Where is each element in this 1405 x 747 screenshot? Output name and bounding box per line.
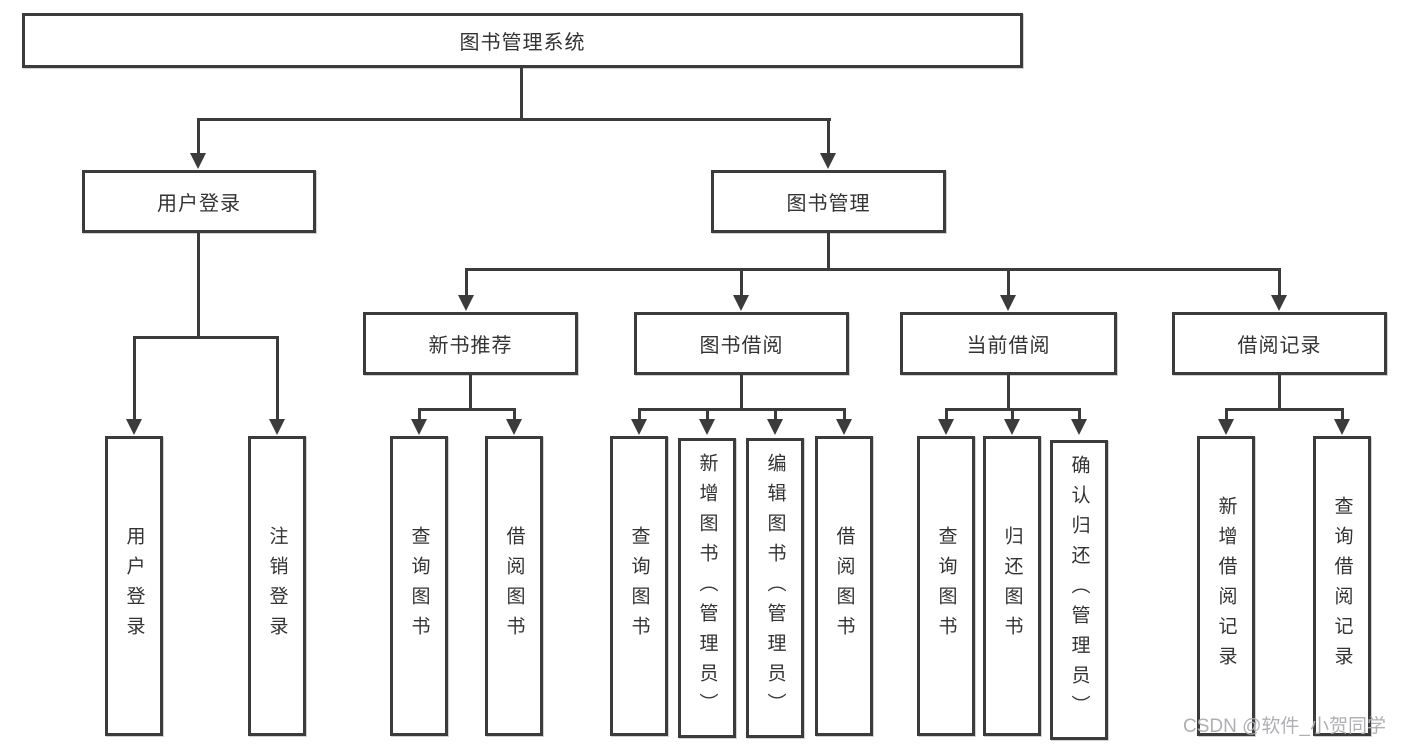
leaf-logout-label: 注销登录: [266, 526, 288, 646]
connector-line: [276, 336, 279, 420]
arrow-down-icon: [1218, 419, 1234, 435]
node-borrow-records-label: 借阅记录: [1237, 335, 1322, 357]
node-book-borrowing-label: 图书借阅: [699, 335, 784, 357]
arrow-down-icon: [269, 419, 285, 435]
arrow-down-icon: [126, 419, 142, 435]
connector-line: [469, 375, 472, 408]
connector-line: [740, 375, 743, 408]
connector-line: [827, 233, 830, 268]
leaf-records-query-borrow-record-label: 查询借阅记录: [1331, 496, 1353, 676]
arrow-down-icon: [458, 295, 474, 311]
connector-line: [1078, 408, 1081, 420]
leaf-current-return-books: 归还图书: [983, 436, 1041, 736]
connector-line: [1225, 408, 1344, 411]
connector-line: [465, 268, 468, 296]
connector-line: [638, 408, 846, 411]
node-current-borrowing-label: 当前借阅: [966, 335, 1051, 357]
leaf-recommend-query-books-label: 查询图书: [408, 526, 430, 646]
connector-line: [843, 408, 846, 420]
connector-line: [197, 118, 200, 154]
arrow-down-icon: [1271, 295, 1287, 311]
connector-line: [418, 408, 421, 420]
leaf-borrowing-add-books-admin: 新增图书（管理员）: [678, 438, 736, 738]
leaf-borrowing-borrow-books: 借阅图书: [815, 436, 873, 736]
arrow-down-icon: [733, 295, 749, 311]
node-book-borrowing: 图书借阅: [634, 312, 849, 375]
connector-line: [1278, 375, 1281, 408]
leaf-current-confirm-return-admin-label: 确认归还（管理员）: [1068, 455, 1090, 725]
node-new-book-recommend-label: 新书推荐: [428, 335, 513, 357]
connector-line: [133, 336, 279, 339]
node-library-system: 图书管理系统: [22, 13, 1023, 68]
leaf-recommend-borrow-books-label: 借阅图书: [503, 526, 525, 646]
leaf-borrowing-add-books-admin-label: 新增图书（管理员）: [696, 453, 718, 723]
arrow-down-icon: [506, 419, 522, 435]
connector-line: [1225, 408, 1228, 420]
arrow-down-icon: [820, 153, 836, 169]
connector-line: [133, 336, 136, 420]
leaf-records-query-borrow-record: 查询借阅记录: [1313, 436, 1371, 736]
leaf-recommend-borrow-books: 借阅图书: [485, 436, 543, 736]
connector-line: [1007, 375, 1010, 408]
leaf-recommend-query-books: 查询图书: [390, 436, 448, 736]
leaf-current-return-books-label: 归还图书: [1001, 526, 1023, 646]
node-book-management-label: 图书管理: [786, 193, 871, 215]
leaf-current-query-books-label: 查询图书: [935, 526, 957, 646]
leaf-borrowing-borrow-books-label: 借阅图书: [833, 526, 855, 646]
connector-line: [638, 408, 641, 420]
leaf-records-add-borrow-record-label: 新增借阅记录: [1215, 496, 1237, 676]
leaf-logout: 注销登录: [248, 436, 306, 736]
leaf-borrowing-edit-books-admin-label: 编辑图书（管理员）: [764, 453, 786, 723]
leaf-records-add-borrow-record: 新增借阅记录: [1197, 436, 1255, 736]
arrow-down-icon: [699, 419, 715, 435]
connector-line: [513, 408, 516, 420]
node-current-borrowing: 当前借阅: [900, 312, 1117, 375]
leaf-borrowing-query-books: 查询图书: [610, 436, 668, 736]
arrow-down-icon: [411, 419, 427, 435]
node-library-system-label: 图书管理系统: [459, 32, 586, 54]
csdn-watermark: CSDN @软件_小贺同学: [1183, 716, 1386, 737]
connector-line: [1341, 408, 1344, 420]
arrow-down-icon: [836, 419, 852, 435]
arrow-down-icon: [1071, 419, 1087, 435]
connector-line: [1011, 408, 1014, 420]
connector-line: [945, 408, 948, 420]
arrow-down-icon: [190, 153, 206, 169]
connector-line: [706, 408, 709, 420]
leaf-current-confirm-return-admin: 确认归还（管理员）: [1050, 440, 1108, 740]
arrow-down-icon: [938, 419, 954, 435]
connector-line: [827, 118, 830, 154]
leaf-user-login: 用户登录: [105, 436, 163, 736]
node-user-login-label: 用户登录: [157, 193, 241, 215]
leaf-user-login-label: 用户登录: [123, 526, 145, 646]
connector-line: [466, 268, 1280, 271]
arrow-down-icon: [1000, 295, 1016, 311]
node-user-login: 用户登录: [82, 170, 316, 233]
connector-line: [1007, 268, 1010, 296]
arrow-down-icon: [1004, 419, 1020, 435]
node-borrow-records: 借阅记录: [1172, 312, 1387, 375]
connector-line: [1278, 268, 1281, 296]
connector-line: [774, 408, 777, 420]
connector-line: [740, 268, 743, 296]
connector-line: [197, 233, 200, 336]
connector-line: [198, 118, 831, 121]
arrow-down-icon: [767, 419, 783, 435]
node-book-management: 图书管理: [711, 170, 946, 233]
arrow-down-icon: [1334, 419, 1350, 435]
leaf-borrowing-query-books-label: 查询图书: [628, 526, 650, 646]
node-new-book-recommend: 新书推荐: [363, 312, 578, 375]
arrow-down-icon: [631, 419, 647, 435]
connector-line: [520, 68, 523, 118]
connector-line: [418, 408, 516, 411]
leaf-current-query-books: 查询图书: [917, 436, 975, 736]
leaf-borrowing-edit-books-admin: 编辑图书（管理员）: [746, 438, 804, 738]
